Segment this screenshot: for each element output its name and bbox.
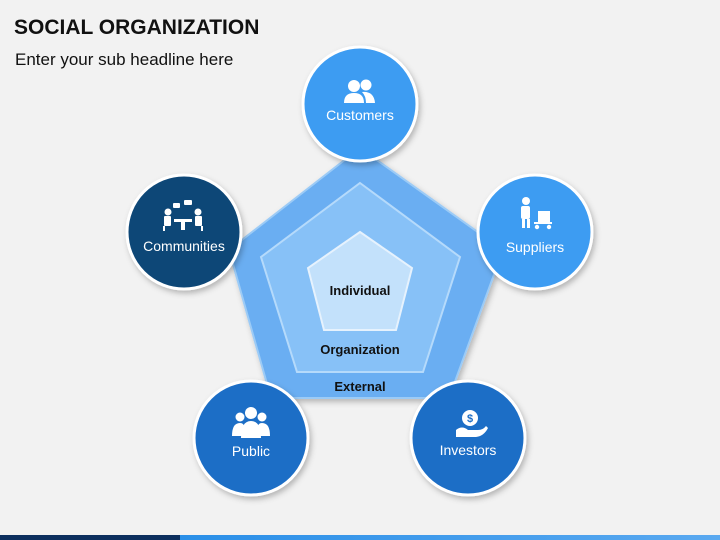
svg-text:$: $ [467,413,473,425]
stakeholder-label-investors: Investors [440,442,497,458]
stakeholder-label-suppliers: Suppliers [506,239,564,255]
delivery-person-icon [521,197,552,230]
layer-label-organization: Organization [320,342,400,357]
stakeholder-public: Public [192,379,310,497]
footer-bar [0,535,720,540]
stakeholder-communities: Communities [125,173,243,291]
layer-label-individual: Individual [330,283,391,298]
stakeholder-label-public: Public [232,443,270,459]
stakeholder-suppliers: Suppliers [476,173,594,291]
stakeholder-customers: Customers [301,45,419,163]
page-subtitle: Enter your sub headline here [15,50,234,69]
group-icon [232,407,270,438]
meeting-icon [163,200,203,231]
inner-pentagon [306,230,414,331]
users-icon [344,79,375,103]
money-hand-icon: $ [456,410,488,437]
footer-bar-dark [0,535,180,540]
stakeholder-investors: $ Investors [409,379,527,497]
page-title: SOCIAL ORGANIZATION [14,16,260,39]
footer-bar-light [180,535,720,540]
stakeholder-label-customers: Customers [326,107,394,123]
layer-label-external: External [334,379,385,394]
stakeholder-label-communities: Communities [143,238,225,254]
